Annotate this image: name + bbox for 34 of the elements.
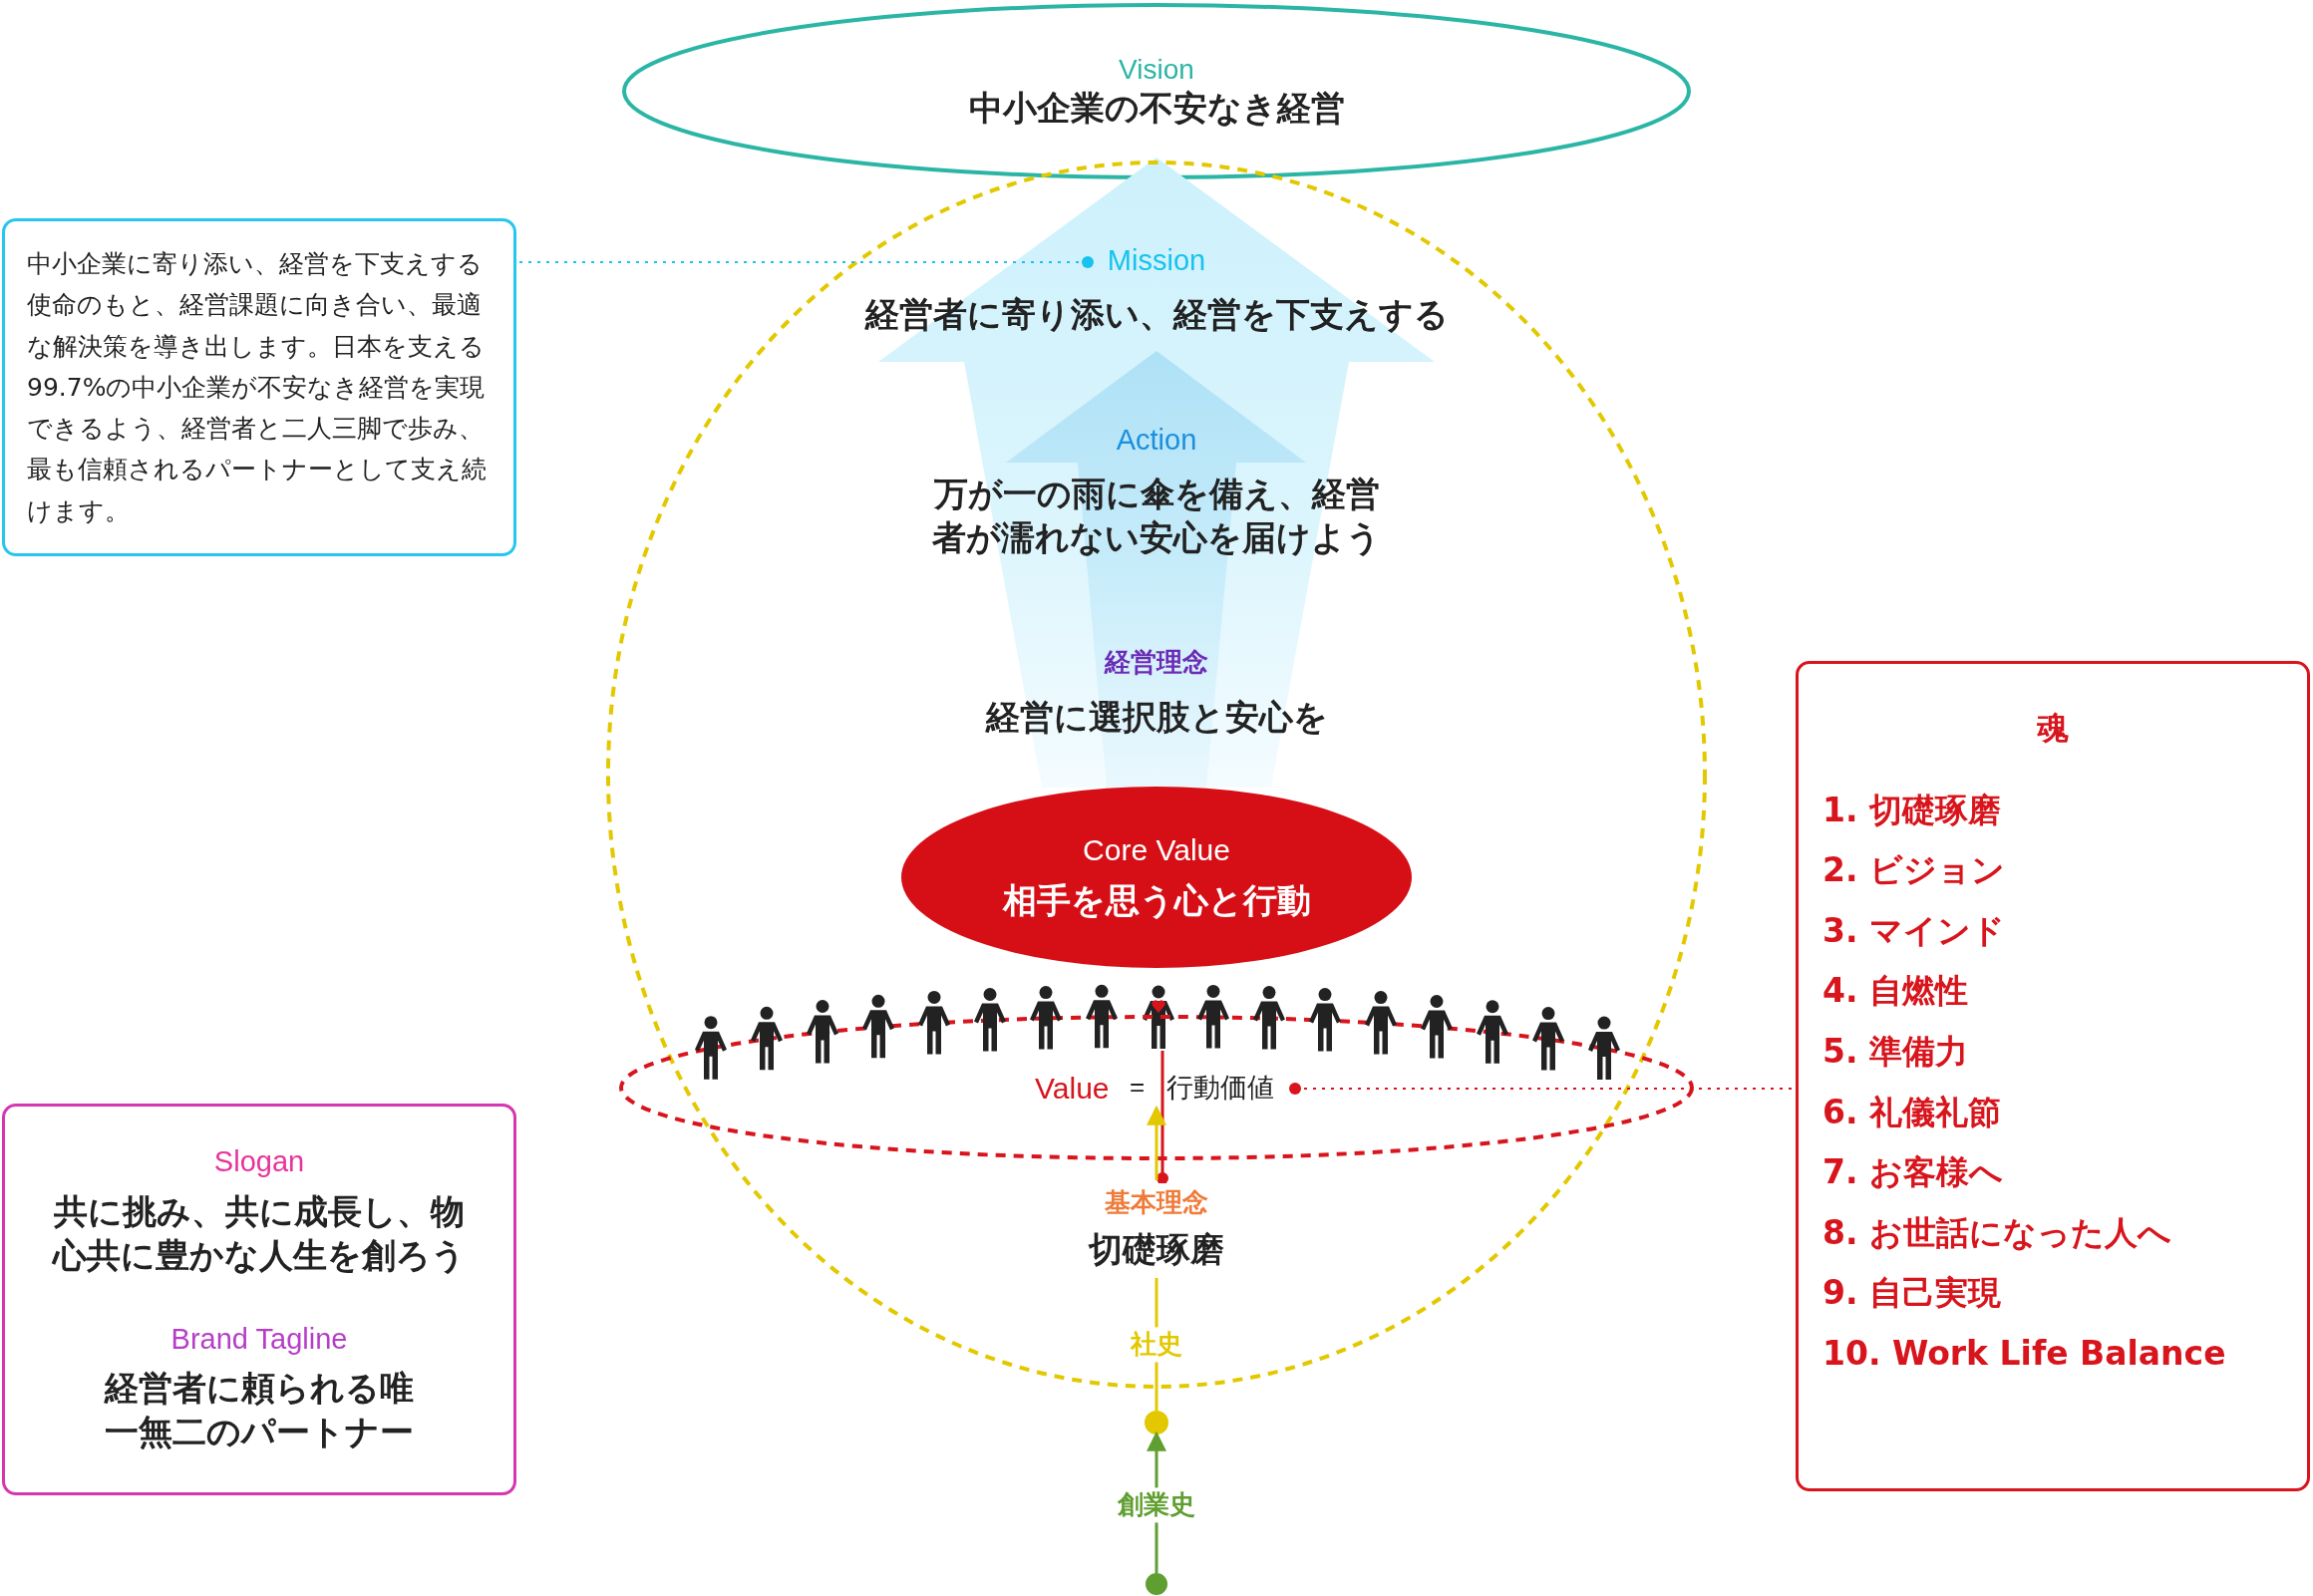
list-item: 8. お世話になった人へ — [1822, 1212, 2171, 1253]
list-item: 9. 自己実現 — [1822, 1273, 2001, 1313]
list-item: 6. 礼儀礼節 — [1822, 1092, 2001, 1132]
statement-text: 経営者に頼られる唯一無二のパートナー — [103, 1367, 415, 1454]
statement-text: 万が一の雨に傘を備え、経営者が濡れない安心を届けよう — [931, 472, 1382, 559]
heading-label: 経営理念 — [1105, 647, 1208, 679]
values-list-card — [1796, 661, 2310, 1491]
list-item: 3. マインド — [1822, 910, 2005, 951]
equals-sign: = — [1130, 1071, 1146, 1104]
list-item: 5. 準備力 — [1822, 1031, 1968, 1072]
value-label: Value — [1035, 1071, 1110, 1107]
list-item: 4. 自燃性 — [1822, 971, 1968, 1011]
heading-label: Mission — [1107, 243, 1206, 278]
list-title: 魂 — [2037, 708, 2069, 749]
list-item: 10. Work Life Balance — [1822, 1333, 2226, 1374]
heading-label: Vision — [1119, 52, 1194, 87]
arrow — [1147, 1105, 1166, 1180]
statement-text: 行動価値 — [1166, 1071, 1274, 1105]
statement-text: 経営に選択肢と安心を — [985, 695, 1328, 739]
description-card — [2, 218, 516, 556]
leader-line — [1156, 1051, 1168, 1184]
heading-label: Core Value — [1083, 831, 1230, 868]
list-item: 2. ビジョン — [1822, 850, 2005, 890]
statement-text: 中小企業の不安なき経営 — [968, 87, 1345, 131]
heading-label: Action — [1116, 423, 1197, 458]
list-item: 7. お客様へ — [1822, 1152, 2003, 1192]
statement-text: 相手を思う心と行動 — [1002, 878, 1311, 922]
heading-label: Slogan — [213, 1144, 305, 1180]
slogan-card — [2, 1104, 516, 1495]
list-item: 1. 切礎琢磨 — [1822, 790, 2001, 830]
statement-text: 経営者に寄り添い、経営を下支えする — [864, 292, 1449, 336]
description-text: 中小企業に寄り添い、経営を下支えする使命のもと、経営課題に向き合い、最適な解決策を導き出します。日本を支える99.7%の中小企業が不安なき経営を実現できるよう、経営者と二人三脚で歩み、最も信頼されるパートナーとして支え続けます。 — [27, 248, 488, 527]
heading-label: Brand Tagline — [170, 1321, 348, 1357]
statement-text: 共に挑み、共に成長し、物心共に豊かな人生を創ろう — [51, 1190, 467, 1278]
